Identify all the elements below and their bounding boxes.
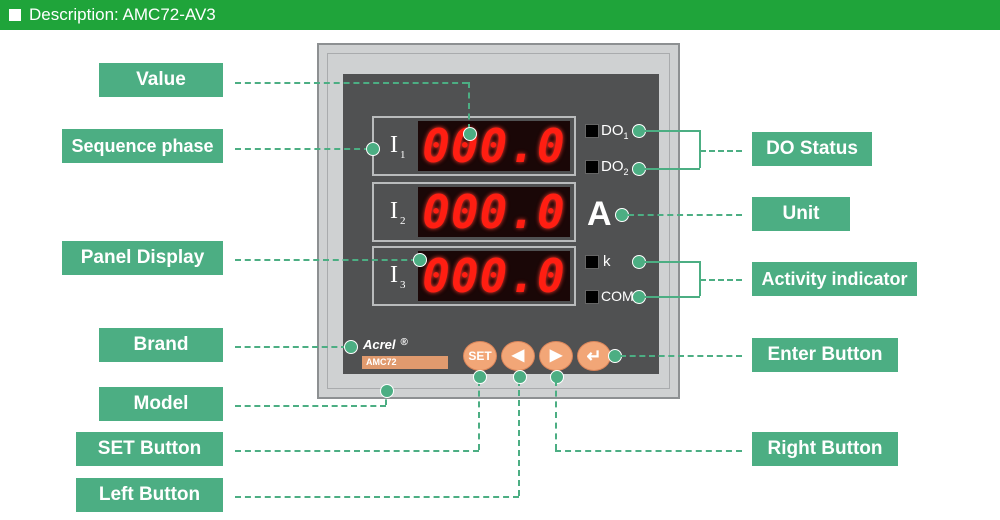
leader-do2 [644, 168, 700, 170]
label-do-status: DO Status [752, 132, 872, 166]
leader-left-v [518, 380, 520, 496]
leader-value-v [468, 82, 470, 130]
brand-logo: Acrel® [363, 337, 408, 352]
left-button[interactable]: ◀ [501, 341, 535, 371]
leader-right-h [555, 450, 742, 452]
label-enter-button: Enter Button [752, 338, 898, 372]
label-activity-indicator: Activity indicator [752, 262, 917, 296]
leader-set-h [235, 450, 479, 452]
digits-row-2: 000.0 [418, 187, 570, 237]
leader-model-h [235, 405, 386, 407]
dot-sequence-phase [366, 142, 380, 156]
leader-do-status [700, 150, 742, 152]
dot-left [513, 370, 527, 384]
right-button[interactable]: ▶ [539, 341, 573, 371]
com-indicator [585, 290, 599, 304]
label-brand: Brand [99, 328, 223, 362]
label-value: Value [99, 63, 223, 97]
leader-set-v [478, 380, 480, 450]
header-bar: Description: AMC72-AV3 [0, 0, 1000, 30]
dot-model [380, 384, 394, 398]
do1-indicator [585, 124, 599, 138]
leader-left-h [235, 496, 519, 498]
label-panel-display: Panel Display [62, 241, 223, 275]
enter-button[interactable]: ↵ [577, 341, 611, 371]
model-plate: AMC72 [362, 356, 448, 369]
square-icon [9, 9, 21, 21]
dot-panel-display [413, 253, 427, 267]
leader-sequence-phase [235, 148, 370, 150]
label-right-button: Right Button [752, 432, 898, 466]
dot-brand [344, 340, 358, 354]
digits-row-1: 000.0 [418, 121, 570, 171]
leader-activity [700, 279, 742, 281]
leader-k [644, 261, 700, 263]
leader-value-h [235, 82, 468, 84]
leader-com [644, 296, 700, 298]
label-unit: Unit [752, 197, 850, 231]
label-sequence-phase: Sequence phase [62, 129, 223, 163]
dot-right [550, 370, 564, 384]
com-label: COM [601, 288, 634, 304]
dot-unit [615, 208, 629, 222]
header-title: Description: AMC72-AV3 [29, 5, 216, 24]
label-model: Model [99, 387, 223, 421]
leader-do-bracket [699, 130, 701, 168]
dot-set [473, 370, 487, 384]
k-indicator [585, 255, 599, 269]
k-label: k [603, 253, 611, 270]
leader-right-v [555, 380, 557, 450]
leader-unit [628, 214, 742, 216]
set-button[interactable]: SET [463, 341, 497, 371]
label-left-button: Left Button [76, 478, 223, 512]
digits-row-3: 000.0 [418, 251, 570, 301]
leader-enter [620, 355, 742, 357]
leader-panel-display [235, 259, 417, 261]
dot-value [463, 127, 477, 141]
do2-label: DO2 [601, 158, 629, 177]
leader-do1 [644, 130, 700, 132]
do1-label: DO1 [601, 122, 629, 141]
leader-activity-bracket [699, 261, 701, 296]
label-set-button: SET Button [76, 432, 223, 466]
unit-symbol: A [587, 195, 612, 233]
do2-indicator [585, 160, 599, 174]
leader-brand [235, 346, 347, 348]
